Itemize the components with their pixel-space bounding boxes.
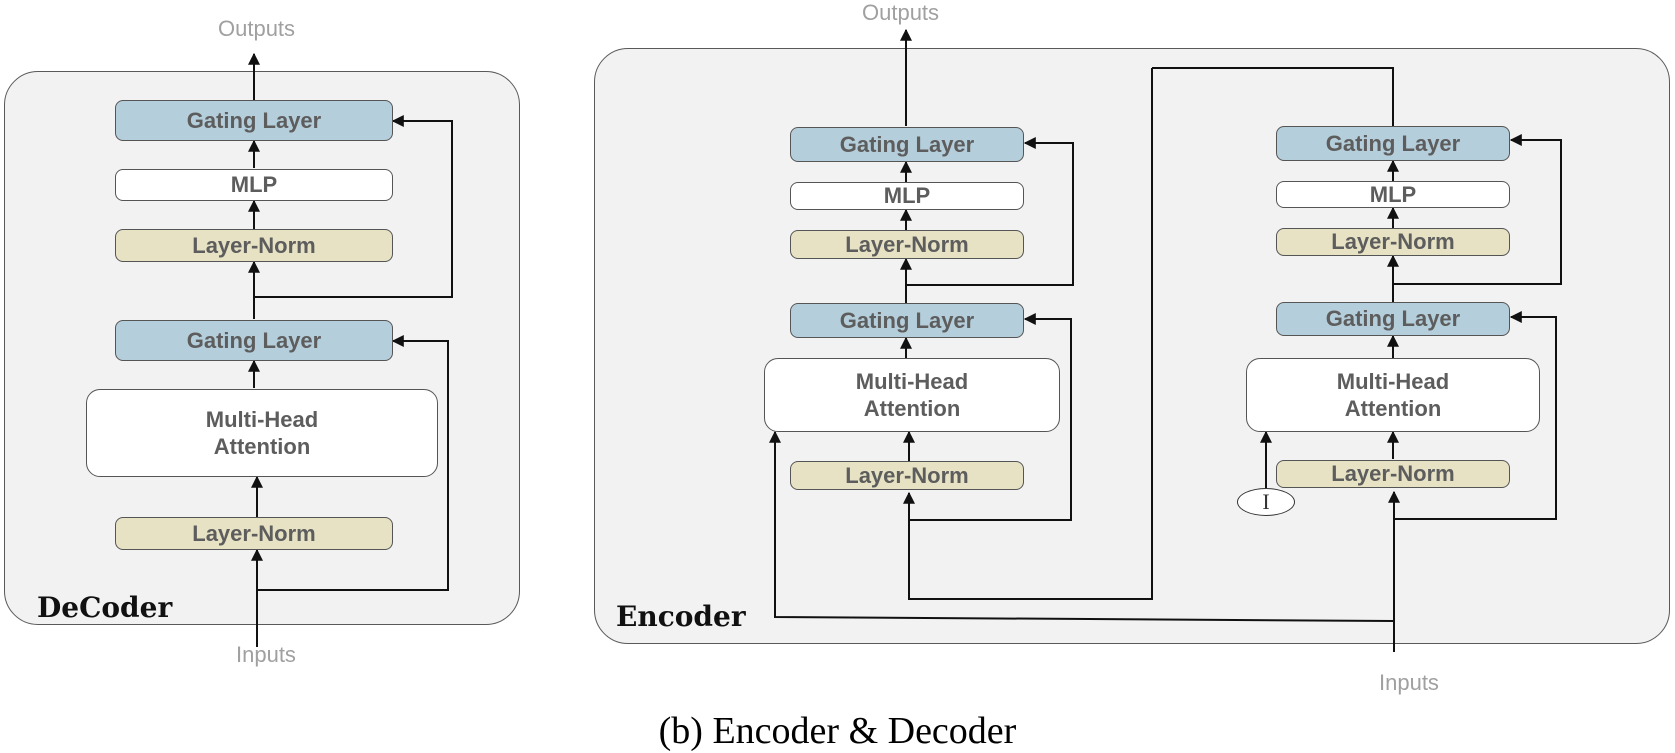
enc-left-residual-top	[906, 137, 1074, 286]
decoder-title: DeCoder	[37, 591, 173, 624]
encoder-inputs-label: Inputs	[1379, 670, 1439, 695]
enc-shared-input-line	[769, 430, 1395, 622]
enc-right-residual-top	[1393, 134, 1562, 285]
decoder-mha-line2: Attention	[213, 434, 311, 459]
decoder-outputs-label: Outputs	[218, 16, 296, 41]
enc-right-residual-bottom	[1394, 311, 1557, 520]
decoder-mha-line1: Multi-Head	[205, 406, 319, 432]
decoder-multi-head-attention: Multi-Head Attention	[86, 389, 438, 477]
dec-residual-bottom	[257, 335, 449, 591]
encoder-right-multi-head-attention: Multi-Head Attention	[1246, 358, 1540, 432]
decoder-gating-layer-bottom: Gating Layer	[115, 320, 393, 361]
encoder-right-mha-line2: Attention	[1344, 396, 1442, 421]
decoder-layer-norm-top: Layer-Norm	[115, 229, 393, 262]
encoder-right-gating-layer-bottom: Gating Layer	[1276, 302, 1510, 336]
enc-left-input-path	[903, 68, 1153, 600]
encoder-outputs-label: Outputs	[862, 0, 940, 25]
encoder-left-gating-layer-bottom: Gating Layer	[790, 303, 1024, 338]
encoder-right-layer-norm-top: Layer-Norm	[1276, 228, 1510, 256]
decoder-mlp: MLP	[115, 169, 393, 201]
encoder-right-mha-line1: Multi-Head	[1336, 368, 1450, 394]
decoder-gating-layer-top: Gating Layer	[115, 100, 393, 141]
encoder-left-gating-layer-top: Gating Layer	[790, 127, 1024, 162]
encoder-left-mha-line1: Multi-Head	[855, 368, 969, 394]
decoder-layer-norm-bottom: Layer-Norm	[115, 517, 393, 550]
enc-left-arrow-input	[1152, 67, 1394, 128]
encoder-left-layer-norm-top: Layer-Norm	[790, 230, 1024, 259]
enc-left-residual-bottom	[909, 313, 1072, 521]
encoder-left-layer-norm-bottom: Layer-Norm	[790, 461, 1024, 490]
encoder-right-gating-layer-top: Gating Layer	[1276, 126, 1510, 161]
decoder-inputs-label: Inputs	[236, 642, 296, 667]
encoder-right-layer-norm-bottom: Layer-Norm	[1276, 460, 1510, 488]
figure-caption: (b) Encoder & Decoder	[658, 710, 1017, 752]
encoder-right-extra-input-node: I	[1237, 488, 1295, 516]
encoder-left-mlp: MLP	[790, 182, 1024, 210]
encoder-left-mha-line2: Attention	[863, 396, 961, 421]
encoder-right-mlp: MLP	[1276, 181, 1510, 208]
encoder-title: Encoder	[616, 600, 746, 633]
dec-residual-top	[254, 115, 453, 298]
encoder-left-multi-head-attention: Multi-Head Attention	[764, 358, 1060, 432]
